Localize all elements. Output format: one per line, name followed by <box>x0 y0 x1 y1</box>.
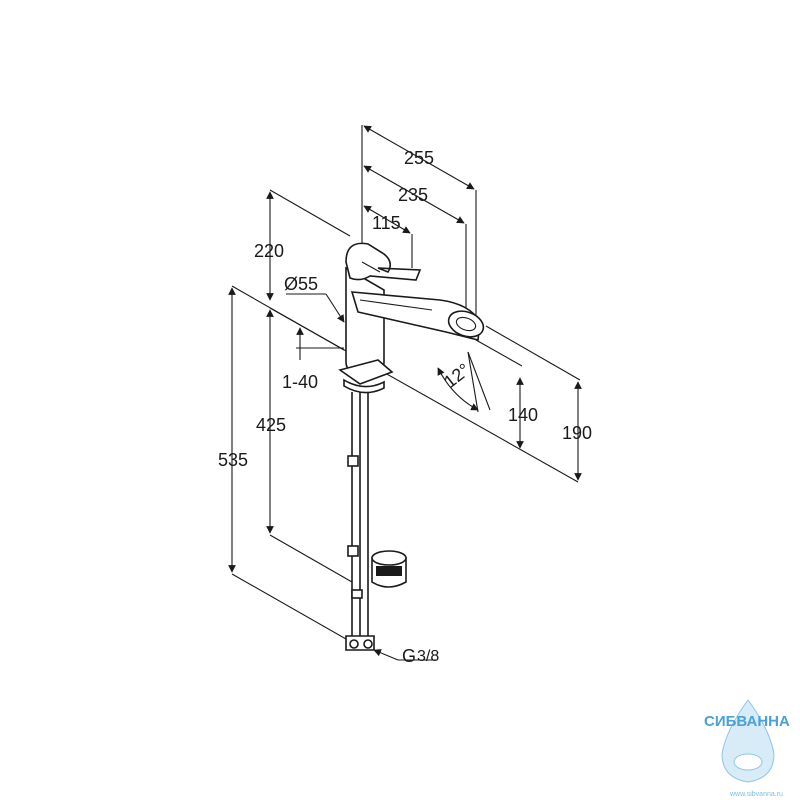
hose-clip-1 <box>347 455 359 467</box>
supply-hoses <box>345 392 375 651</box>
spray-head <box>447 310 485 338</box>
label-220: 220 <box>254 241 284 261</box>
ext-line-190-top <box>485 325 581 381</box>
thread-g: G <box>402 646 416 666</box>
faucet-body <box>345 266 385 373</box>
handle-detail <box>361 261 381 273</box>
base-ring <box>343 378 385 394</box>
faucet <box>338 242 485 394</box>
ext-line-535-top <box>231 285 345 351</box>
angle-ray-tilted <box>467 351 491 411</box>
ext-line-220-top <box>269 189 351 237</box>
dim-line-235 <box>363 165 465 224</box>
dim-220-group <box>266 189 351 301</box>
dim-140-group <box>475 339 524 449</box>
dim-235-group <box>363 165 467 318</box>
dim-425-group <box>266 307 579 583</box>
angle-12-group <box>437 351 491 413</box>
hose-clip-2 <box>347 545 359 557</box>
label-425: 425 <box>256 415 286 435</box>
label-1-40: 1-40 <box>282 372 318 392</box>
angle-ray-vertical <box>467 351 479 413</box>
base-plate <box>338 359 394 385</box>
fitting-nut-right <box>363 639 373 649</box>
weight-top <box>371 550 407 566</box>
hose-weight <box>371 550 407 588</box>
ext-line-140-top <box>475 339 523 367</box>
leader-thread <box>373 649 399 661</box>
weight-band <box>376 566 402 576</box>
watermark-logo: СИБВАННА www.sibvanna.ru <box>704 699 790 798</box>
bathtub-icon <box>733 753 763 771</box>
dim-190-group <box>485 325 582 481</box>
angle-arc <box>437 367 479 411</box>
spray-head-nozzle <box>455 316 477 332</box>
dim-535-group <box>228 285 361 648</box>
label-d55: Ø55 <box>284 274 318 294</box>
thread-fraction: 3/8 <box>417 648 439 665</box>
hose-clip-3 <box>351 589 363 599</box>
label-12deg: 12° <box>440 360 474 393</box>
label-thread-g: G3/8 <box>402 646 439 666</box>
dim-line-115 <box>363 205 411 234</box>
leader-55-arrow <box>325 293 345 323</box>
fitting-nut-left <box>349 639 359 649</box>
label-535: 535 <box>218 450 248 470</box>
ext-line-425-bottom <box>269 534 353 583</box>
label-115: 115 <box>372 213 401 233</box>
spout-edge-line <box>359 299 433 311</box>
label-190: 190 <box>562 423 592 443</box>
label-255: 255 <box>404 148 434 168</box>
watermark-url: www.sibvanna.ru <box>729 791 783 798</box>
faucet-lever-handle <box>345 242 422 281</box>
watermark-brand: СИБВАННА <box>704 713 790 730</box>
ext-line-535-bottom <box>231 573 361 648</box>
dim-115-group <box>363 205 413 268</box>
label-235: 235 <box>398 185 428 205</box>
label-140: 140 <box>508 405 538 425</box>
